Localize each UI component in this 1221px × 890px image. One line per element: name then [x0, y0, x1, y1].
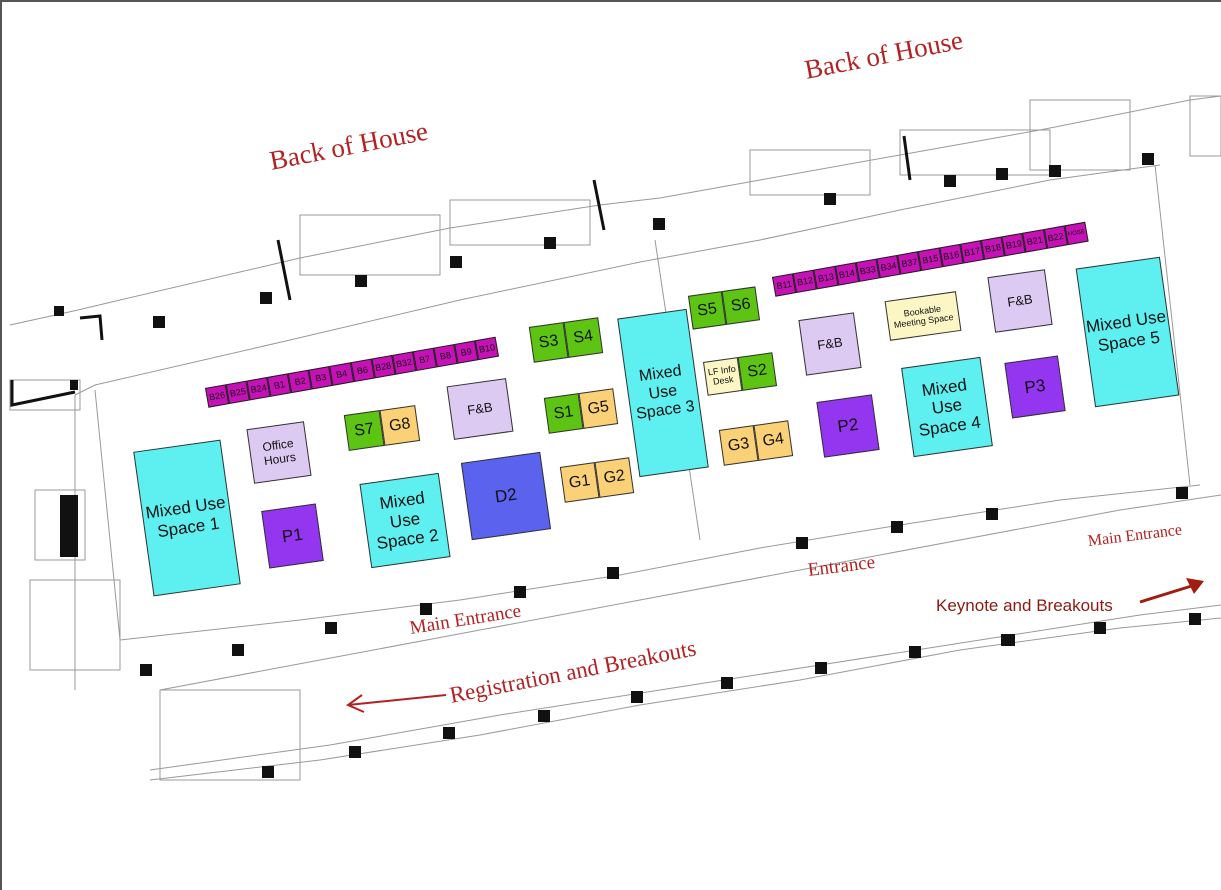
booth-s7[interactable]: S7 [343, 410, 385, 451]
booth-p2[interactable]: P2 [816, 394, 880, 458]
fb-area-2[interactable]: F&B [798, 312, 862, 376]
booth-b10[interactable]: B10 [474, 336, 500, 361]
booth-s4[interactable]: S4 [563, 317, 604, 358]
fb-area-1[interactable]: F&B [446, 378, 514, 440]
booth-p1[interactable]: P1 [261, 503, 324, 569]
booth-g5[interactable]: G5 [578, 388, 619, 429]
mixed-use-space-2[interactable]: Mixed Use Space 2 [359, 472, 451, 569]
booth-g2[interactable]: G2 [594, 457, 635, 498]
booth-s5[interactable]: S5 [687, 291, 727, 330]
booth-s3[interactable]: S3 [528, 322, 569, 363]
booth-hose[interactable]: HOSE [1064, 221, 1089, 246]
lf-info-desk[interactable]: LF Info Desk [702, 357, 743, 396]
fb-area-3[interactable]: F&B [987, 269, 1053, 333]
booth-p3[interactable]: P3 [1004, 355, 1066, 419]
booth-s1[interactable]: S1 [543, 393, 584, 434]
booth-g1[interactable]: G1 [559, 462, 600, 503]
booth-s6[interactable]: S6 [721, 286, 761, 325]
keynote-breakouts-label: Keynote and Breakouts [936, 596, 1113, 615]
office-hours[interactable]: Office Hours [246, 421, 312, 484]
booth-g3[interactable]: G3 [718, 425, 759, 466]
booth-g8[interactable]: G8 [379, 405, 421, 446]
booth-g4[interactable]: G4 [753, 420, 794, 461]
booth-d2[interactable]: D2 [460, 451, 552, 541]
booth-s2[interactable]: S2 [737, 352, 778, 391]
mixed-use-space-4[interactable]: Mixed Use Space 4 [901, 356, 993, 458]
arrow-left-icon [345, 694, 447, 713]
arrow-right-icon [1139, 578, 1204, 604]
